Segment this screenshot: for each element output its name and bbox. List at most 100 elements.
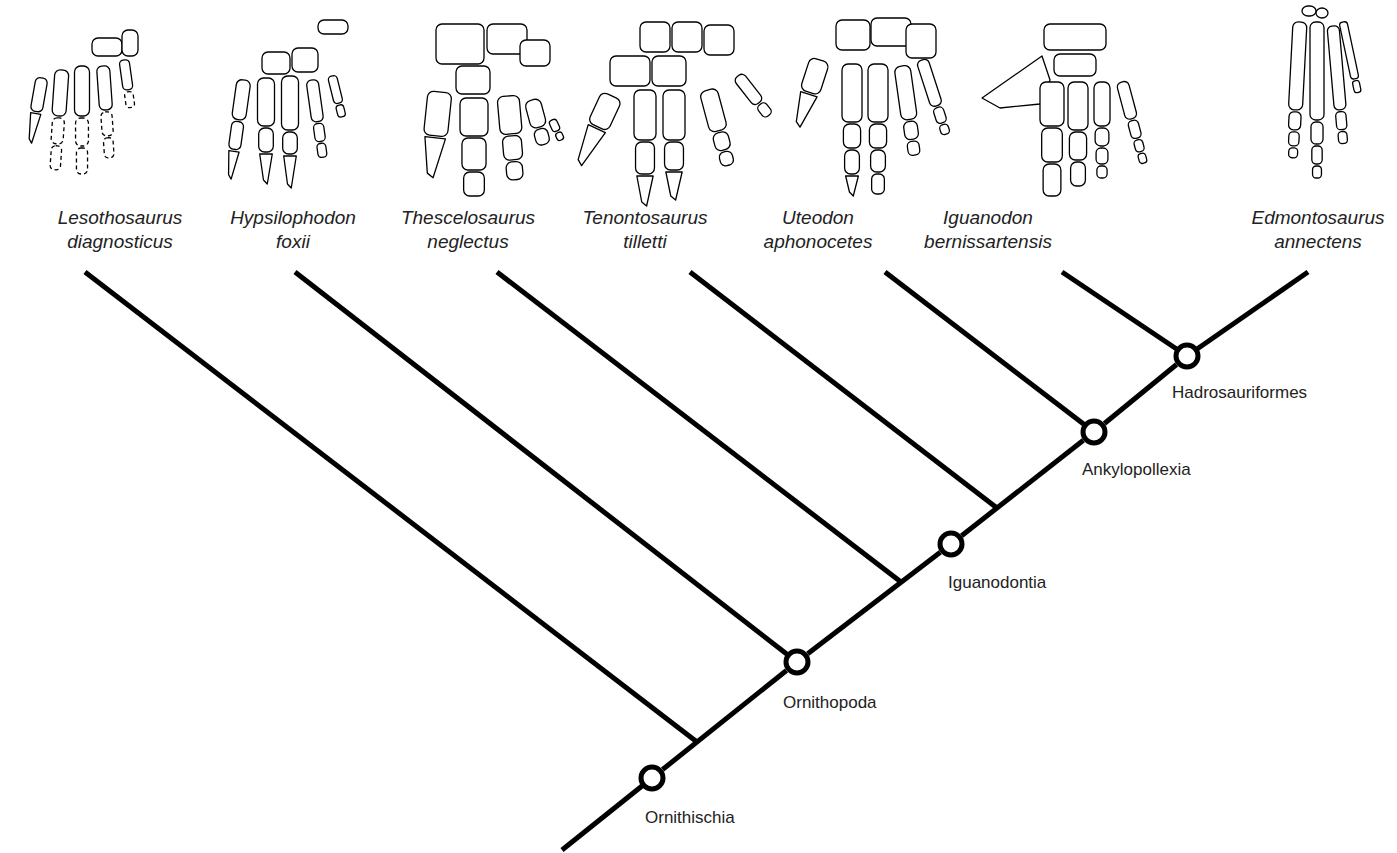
branch-line bbox=[497, 272, 901, 582]
digit bbox=[1339, 21, 1362, 93]
phalanx-bone bbox=[1137, 152, 1147, 164]
clade-name: Ankylopollexia bbox=[1082, 460, 1191, 480]
metacarpal-bone bbox=[75, 66, 90, 116]
metacarpal-bone bbox=[97, 66, 113, 111]
phalanx-bone bbox=[103, 137, 114, 158]
taxon-name: Thescelosaurus neglectus bbox=[388, 206, 548, 254]
phalanx-bone bbox=[506, 161, 524, 180]
ungual-claw bbox=[260, 154, 273, 184]
phalanx-bone bbox=[1338, 131, 1348, 144]
digit bbox=[868, 64, 888, 194]
metacarpal-bone bbox=[548, 118, 560, 132]
branch-line bbox=[1187, 272, 1308, 356]
phalanx-bone bbox=[317, 143, 328, 158]
ungual-claw bbox=[790, 92, 817, 130]
clade-circle bbox=[1083, 421, 1105, 443]
metacarpal-bone bbox=[1339, 21, 1359, 79]
metacarpal-bone bbox=[842, 64, 862, 122]
digit bbox=[663, 90, 685, 200]
phalanx-bone bbox=[51, 117, 65, 144]
hand-skeleton bbox=[570, 22, 774, 206]
metacarpal-bone bbox=[460, 98, 488, 136]
carpal-bone bbox=[836, 20, 870, 50]
digit bbox=[75, 66, 90, 174]
hand-skeleton bbox=[419, 24, 565, 196]
digit bbox=[894, 65, 922, 156]
phalanx-bone bbox=[259, 128, 274, 152]
clade-name: Hadrosauriformes bbox=[1172, 383, 1307, 403]
taxon-name: Uteodon aphonocetes bbox=[738, 206, 898, 254]
digit bbox=[842, 64, 862, 196]
metacarpal-bone bbox=[306, 79, 324, 122]
metacarpal-bone bbox=[800, 57, 830, 96]
phalanx-bone bbox=[712, 130, 732, 151]
carpal-bone bbox=[871, 18, 911, 46]
carpal-bone bbox=[1054, 54, 1096, 76]
carpal-bone bbox=[610, 56, 650, 86]
metacarpal-bone bbox=[663, 90, 685, 140]
clade-node: Ankylopollexia bbox=[1080, 418, 1108, 446]
carpal-bone bbox=[906, 24, 936, 58]
clade-circle bbox=[641, 767, 663, 789]
phalanx-bone bbox=[665, 142, 684, 170]
taxon-name: Lesothosaurus diagnosticus bbox=[40, 206, 200, 254]
phalanx-bone bbox=[872, 174, 885, 194]
digit bbox=[789, 57, 830, 130]
phalanx-bone bbox=[718, 150, 734, 167]
metacarpal-bone bbox=[588, 91, 622, 131]
phalanx-bone bbox=[336, 104, 346, 118]
phalanx-bone bbox=[1095, 128, 1109, 146]
digit bbox=[1094, 82, 1110, 178]
clade-node: Ornithischia bbox=[638, 764, 666, 792]
hand-skeleton bbox=[982, 24, 1150, 196]
taxon-name: Edmontosaurus annectens bbox=[1238, 206, 1397, 254]
ungual-claw bbox=[637, 176, 653, 206]
clade-circle bbox=[1173, 342, 1201, 370]
taxon-name: Iguanodon bernissartensis bbox=[908, 206, 1068, 254]
carpal-bone bbox=[262, 52, 290, 74]
clade-node: Iguanodontia bbox=[937, 530, 965, 558]
phalanx-bone bbox=[1335, 111, 1347, 130]
ungual-claw bbox=[25, 113, 40, 144]
clade-circle bbox=[1080, 418, 1108, 446]
phalanx-bone bbox=[1312, 146, 1322, 164]
carpal-bone bbox=[1302, 6, 1316, 16]
spine-connector bbox=[962, 440, 1084, 535]
ungual-claw bbox=[421, 137, 446, 179]
carpal-bone bbox=[92, 38, 122, 56]
phalanx-bone bbox=[124, 91, 135, 108]
digit bbox=[1116, 80, 1149, 164]
metacarpal-bone bbox=[1116, 80, 1137, 120]
clade-name: Iguanodontia bbox=[948, 573, 1046, 593]
digit bbox=[48, 70, 69, 171]
spine-connector bbox=[1104, 365, 1176, 424]
metacarpal-bone bbox=[497, 95, 522, 135]
digit bbox=[328, 75, 347, 118]
digit bbox=[282, 76, 299, 188]
digit bbox=[97, 66, 116, 159]
metacarpal-bone bbox=[52, 70, 69, 117]
clade-name: Ornithopoda bbox=[783, 693, 877, 713]
ungual-claw bbox=[846, 176, 859, 196]
taxon-name: Hypsilophodon foxii bbox=[213, 206, 373, 254]
digit bbox=[570, 91, 622, 169]
carpal-bone bbox=[436, 24, 484, 64]
phalanx-bone bbox=[1313, 166, 1322, 178]
phalanx-bone bbox=[283, 132, 298, 154]
digit bbox=[524, 98, 551, 147]
phalanx-bone bbox=[1042, 128, 1063, 162]
spine-connector bbox=[808, 552, 941, 654]
branch-line bbox=[885, 272, 1094, 432]
branch-line bbox=[562, 778, 652, 850]
metacarpal-bone bbox=[282, 76, 299, 130]
metacarpal-bone bbox=[328, 75, 344, 104]
digit bbox=[25, 77, 48, 144]
clade-name: Ornithischia bbox=[645, 808, 735, 828]
digit bbox=[497, 95, 526, 181]
phalanx-bone bbox=[636, 142, 655, 174]
metacarpal-bone bbox=[1310, 22, 1324, 120]
digit bbox=[258, 78, 275, 184]
ungual-claw bbox=[225, 151, 239, 180]
digit bbox=[1068, 82, 1088, 186]
